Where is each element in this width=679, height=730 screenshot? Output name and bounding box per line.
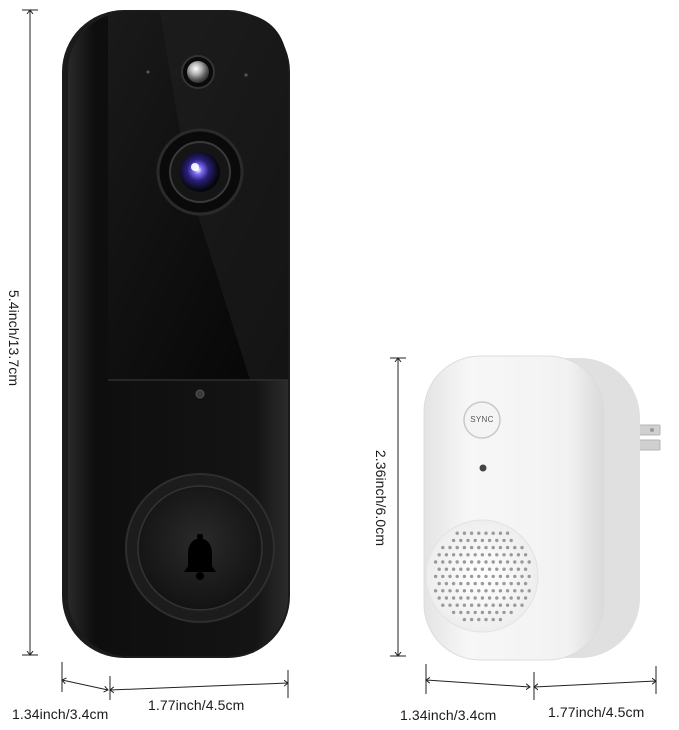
speaker-grille [425, 519, 539, 633]
doorbell-width-label: 1.77inch/4.5cm [148, 697, 245, 713]
chime-receiver [423, 355, 661, 661]
camera-lens [180, 152, 220, 192]
mic-right [244, 73, 248, 77]
light-sensor [195, 389, 205, 399]
doorbell-height-label: 5.4inch/13.7cm [6, 289, 22, 387]
speaker-holes [433, 531, 531, 622]
sync-button [463, 401, 501, 439]
doorbell-depth-label: 1.34inch/3.4cm [12, 706, 109, 722]
video-doorbell [62, 10, 290, 658]
sync-button-label: SYNC [470, 415, 494, 424]
dimension-lines [22, 10, 656, 700]
chime-height-label: 2.36inch/6.0cm [373, 449, 389, 547]
chime-width-label: 1.77inch/4.5cm [548, 704, 645, 720]
indicator-led [479, 464, 487, 472]
bell-icon [184, 534, 216, 580]
pir-sensor [187, 61, 209, 83]
mic-left [146, 70, 150, 74]
lens-highlight [191, 163, 199, 171]
chime-depth-label: 1.34inch/3.4cm [400, 707, 497, 723]
